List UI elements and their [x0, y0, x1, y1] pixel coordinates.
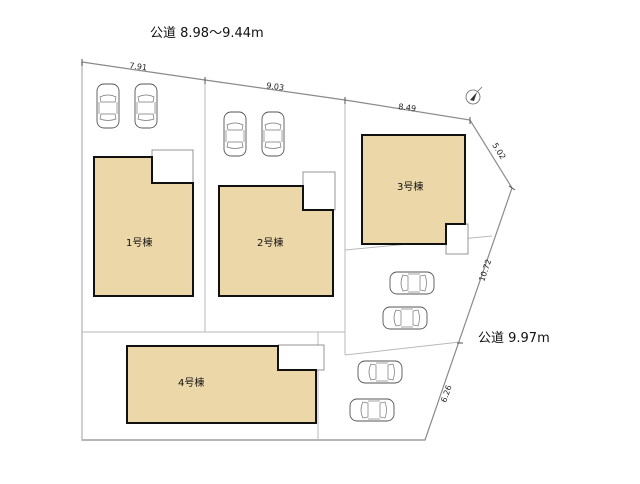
building-4-label: 4号棟: [178, 376, 204, 389]
dimension-label: 10.72: [477, 258, 493, 283]
dimension-label: 7.91: [129, 61, 148, 72]
dimension-ticks: [81, 59, 516, 344]
building-4: 4号棟: [126, 344, 325, 424]
car-icon: [349, 398, 395, 422]
car-icon: [357, 360, 403, 384]
building-2: 2号棟: [218, 171, 336, 297]
annex-3: [445, 223, 469, 255]
car-icon: [389, 271, 435, 295]
car-icon: [96, 83, 120, 129]
dimension-label: 6.26: [439, 384, 453, 404]
dimension-label: 8.49: [398, 102, 417, 113]
east-road-label: 公道 9.97m: [478, 331, 550, 346]
car-icon: [382, 306, 428, 330]
annex-1: [151, 149, 194, 184]
building-3: 3号棟: [361, 134, 469, 255]
building-1: 1号棟: [93, 149, 194, 297]
car-icon: [223, 111, 247, 157]
building-1-label: 1号棟: [126, 236, 152, 249]
building-3-label: 3号棟: [397, 180, 423, 193]
car-icon: [261, 111, 285, 157]
north-arrow-icon: [465, 86, 483, 105]
car-icon: [134, 83, 158, 129]
annex-4: [277, 344, 325, 371]
site-boundary: [81, 61, 513, 441]
building-2-label: 2号棟: [257, 236, 283, 249]
north-road-label: 公道 8.98〜9.44m: [150, 26, 264, 41]
dimension-label: 9.03: [266, 81, 285, 92]
annex-2: [302, 171, 336, 211]
dimension-label: 5.02: [490, 141, 507, 161]
